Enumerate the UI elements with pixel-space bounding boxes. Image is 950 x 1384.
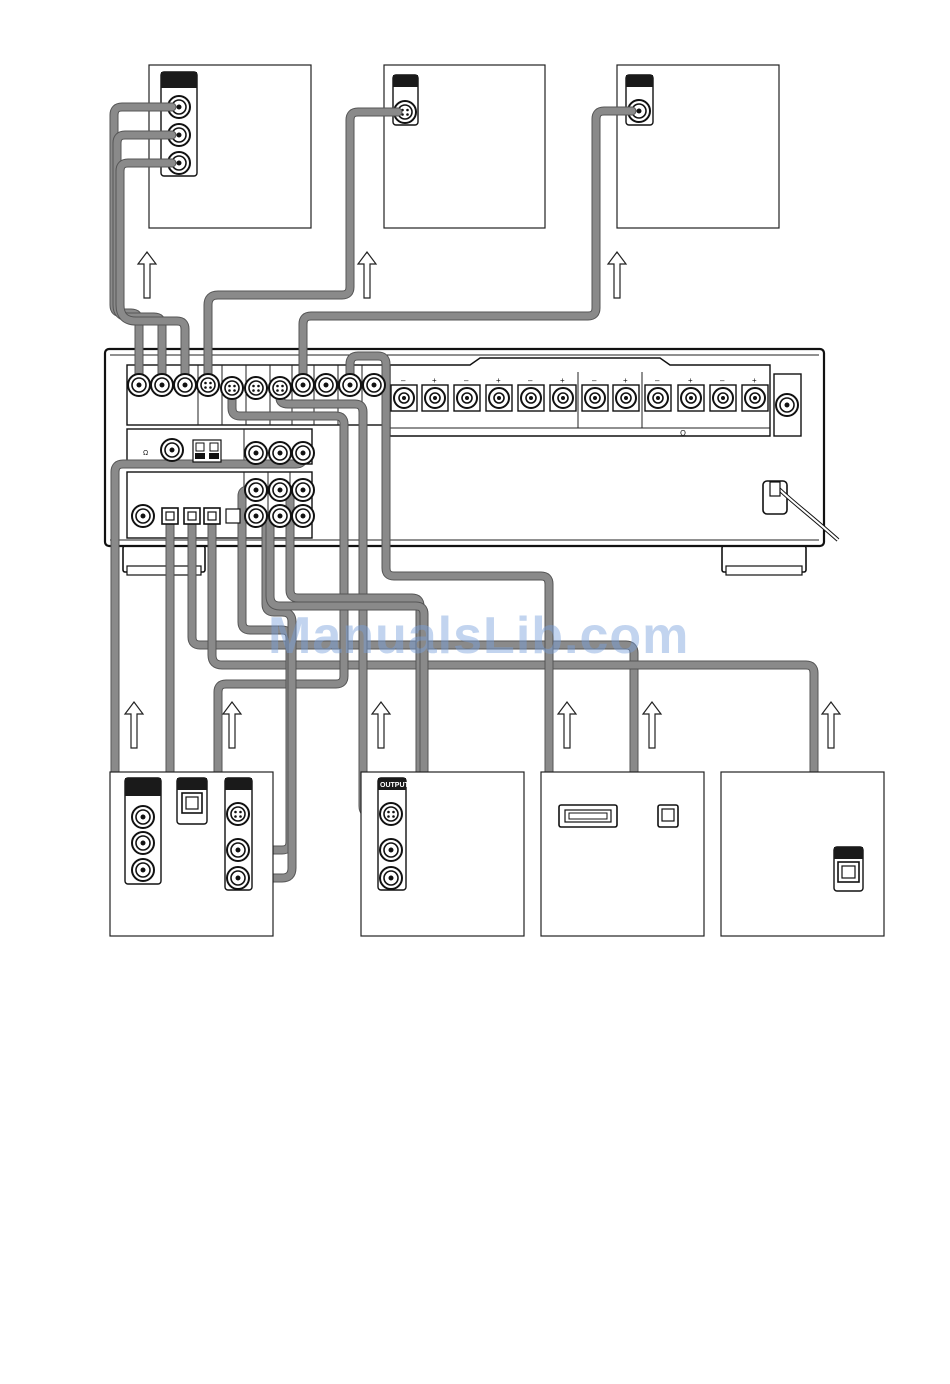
polarity-label: + [496,376,501,385]
rcv-svideo-jack-1 [197,374,219,396]
signal-arrow-top-2 [358,252,376,298]
bottom-device-4 [721,772,884,936]
bottom-1-jack-2 [132,832,154,854]
top-device-left [149,65,311,228]
rcv-antenna-jack [776,394,798,416]
bottom-2-svideo-jack [380,803,402,825]
ohm-label: Ω [143,450,148,457]
bottom-1-jack-5 [227,867,249,889]
polarity-label: – [464,376,469,385]
top-device-right [617,65,779,228]
speaker-terminal-8 [613,385,639,411]
rcv-jack-5 [315,374,337,396]
speaker-terminal-11 [710,385,736,411]
rcv-svideo-jack-3 [245,377,267,399]
speaker-terminal-1 [391,385,417,411]
speaker-terminal-2 [422,385,448,411]
polarity-label: + [560,376,565,385]
signal-arrow-bottom-4 [558,702,576,748]
rcv-coax-jack [132,505,154,527]
polarity-label: – [528,376,533,385]
polarity-label: – [592,376,597,385]
polarity-label: + [623,376,628,385]
bottom-2-jack-2 [380,867,402,889]
ohm-label: Ω [680,429,686,438]
rcv-optical-jack-3 [204,508,220,524]
bottom-device-2: OUTPUT [361,772,524,936]
signal-arrow-bottom-6 [822,702,840,748]
rcv-jack-10 [292,442,314,464]
signal-arrow-top-3 [608,252,626,298]
rcv-jack-14 [269,505,291,527]
bottom-device-3 [541,772,704,936]
rcv-jack-8 [245,442,267,464]
polarity-label: – [401,376,406,385]
bottom-device-1 [110,772,273,936]
polarity-label: – [655,376,660,385]
bottom-2-jack-1 [380,839,402,861]
bottom-1-optical-jack [182,793,202,813]
rcv-jack-9 [269,442,291,464]
rcv-jack-11 [245,479,267,501]
bottom-1-jack-4 [227,839,249,861]
top-device-middle [384,65,545,228]
bottom-1-svideo-jack [227,803,249,825]
rcv-jack-15 [292,479,314,501]
rcv-jack-13 [269,479,291,501]
output-label: OUTPUT [380,782,410,789]
rcv-svideo-jack-4 [269,377,291,399]
rcv-svideo-jack-2 [221,377,243,399]
rcv-jack-3 [174,374,196,396]
speaker-terminal-9 [645,385,671,411]
polarity-label: – [720,376,725,385]
signal-arrow-bottom-1 [125,702,143,748]
bottom-1-jack-3 [132,859,154,881]
multi-channel-connector [559,805,617,827]
signal-arrow-top-1 [138,252,156,298]
rcv-antenna-jack-2 [161,439,183,461]
rcv-jack-12 [245,505,267,527]
rcv-jack-6 [339,374,361,396]
speaker-terminal-5 [518,385,544,411]
signal-arrow-bottom-5 [643,702,661,748]
speaker-terminal-3 [454,385,480,411]
rcv-jack-7 [363,374,385,396]
signal-arrow-bottom-3 [372,702,390,748]
signal-arrow-bottom-2 [223,702,241,748]
speaker-terminal-4 [486,385,512,411]
speaker-terminal-10 [678,385,704,411]
speaker-terminal-7 [582,385,608,411]
bottom-3-optical-jack [658,805,678,827]
speaker-terminal-6 [550,385,576,411]
bottom-4-optical-jack [838,862,859,882]
bottom-1-jack-1 [132,806,154,828]
polarity-label: + [688,376,693,385]
rcv-optical-jack-1 [162,508,178,524]
rcv-jack-1 [128,374,150,396]
rcv-jack-4 [292,374,314,396]
polarity-label: + [432,376,437,385]
rcv-jack-2 [151,374,173,396]
polarity-label: + [752,376,757,385]
rcv-jack-16 [292,505,314,527]
rcv-optical-jack-2 [184,508,200,524]
speaker-terminal-12 [742,385,768,411]
